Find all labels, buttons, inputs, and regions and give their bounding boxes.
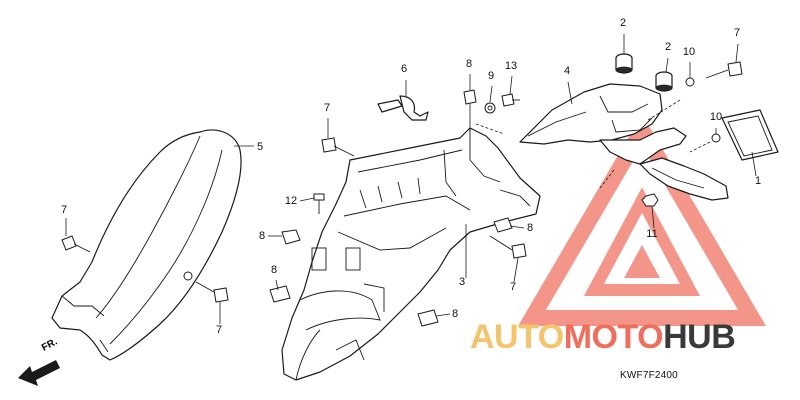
grommet-upper xyxy=(615,53,633,74)
clip-8d xyxy=(269,285,291,303)
callout-c7c: 7 xyxy=(324,102,330,114)
watermark-hub: HUB xyxy=(663,318,736,356)
callout-c7a: 7 xyxy=(61,204,67,216)
callout-c8a: 8 xyxy=(466,58,472,70)
leader-lines xyxy=(65,34,757,324)
harness-clamp xyxy=(377,95,429,121)
callout-c10b: 10 xyxy=(710,111,722,123)
clip-8b xyxy=(281,229,301,245)
screw-10b xyxy=(711,133,721,143)
callout-c6: 6 xyxy=(401,63,407,75)
callout-c2a: 2 xyxy=(620,17,626,29)
callout-c10a: 10 xyxy=(683,46,695,58)
callout-c7d: 7 xyxy=(510,281,516,293)
callout-c2b: 2 xyxy=(665,41,671,53)
front-fender xyxy=(51,129,242,361)
callout-c11: 11 xyxy=(646,228,657,240)
grommet-lower xyxy=(655,71,673,92)
license-bracket xyxy=(519,83,729,201)
watermark-moto: MOTO xyxy=(563,318,664,356)
callout-c8b: 8 xyxy=(259,230,265,242)
bolt-7c xyxy=(321,137,355,157)
callout-c8e: 8 xyxy=(452,308,458,320)
rear-inner-fender xyxy=(281,127,541,381)
watermark-triangle xyxy=(518,114,766,326)
screw-9 xyxy=(484,102,496,114)
bolt-7e xyxy=(705,61,743,79)
callout-c7e: 7 xyxy=(734,27,740,39)
bolt-7a xyxy=(61,235,91,253)
nut-11 xyxy=(641,193,659,207)
clip-8c xyxy=(493,217,513,233)
reference-lines xyxy=(475,99,711,189)
callout-c1: 1 xyxy=(755,175,761,187)
callout-c13: 13 xyxy=(505,60,517,72)
bolt-12 xyxy=(313,193,325,214)
callout-c8d: 8 xyxy=(271,264,277,276)
callout-c4: 4 xyxy=(564,65,570,77)
screw-10a xyxy=(685,77,695,87)
bolt-7d xyxy=(489,235,527,259)
clip-8e xyxy=(417,309,439,327)
diagram-code: KWF7F2400 xyxy=(620,370,678,381)
clip-8a xyxy=(463,89,477,105)
watermark-wordmark: AUTOMOTOHUB xyxy=(470,318,736,357)
callout-c12: 12 xyxy=(285,195,297,207)
watermark-auto: AUTO xyxy=(470,318,564,356)
front-direction-arrow xyxy=(18,360,60,386)
callout-c3: 3 xyxy=(459,276,465,288)
callout-c7b: 7 xyxy=(216,324,222,336)
callout-c8c: 8 xyxy=(527,222,533,234)
callout-c5: 5 xyxy=(257,141,263,153)
bolt-7b xyxy=(195,281,229,303)
callout-c9: 9 xyxy=(488,70,494,82)
bolt-13 xyxy=(501,93,520,107)
rear-reflector xyxy=(721,109,779,161)
